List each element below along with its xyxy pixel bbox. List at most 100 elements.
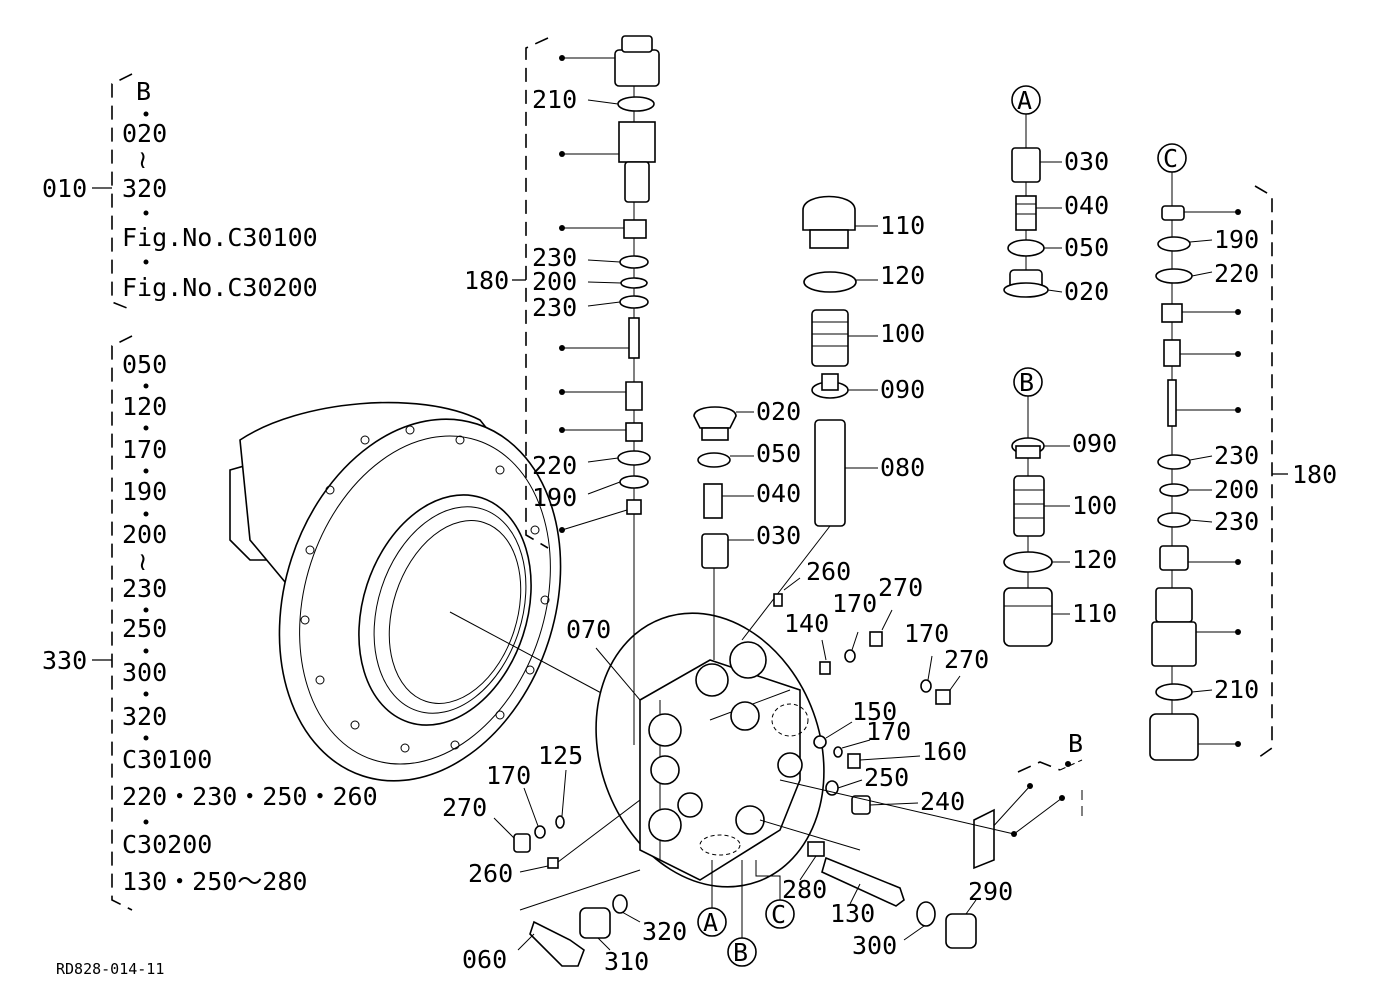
motor-housing — [229, 401, 606, 782]
callout-130: 130 — [830, 899, 875, 928]
callout-b-100: 100 — [1072, 491, 1117, 520]
callout-a-040: 040 — [1064, 191, 1109, 220]
callout-c-230: 230 — [1214, 441, 1259, 470]
callout-c-210: 210 — [1214, 675, 1259, 704]
callout-260: 260 — [468, 859, 513, 888]
callout-280: 280 — [782, 875, 827, 904]
callout-300: 300 — [852, 931, 897, 960]
legend-330-line: 190 — [122, 477, 167, 506]
callout-160: 160 — [922, 737, 967, 766]
left-valve-stack: 210 230 200 230 220 190 180 — [464, 35, 660, 745]
legend-330-line: 220・230・250・260 — [122, 782, 378, 811]
legend-330-line: 320 — [122, 702, 167, 731]
callout-200: 200 — [532, 267, 577, 296]
legend-010-line: 320 — [122, 174, 167, 203]
callout-c-200: 200 — [1214, 475, 1259, 504]
callout-270: 270 — [944, 645, 989, 674]
b-reference: B — [759, 729, 1083, 870]
spool-080 — [814, 419, 846, 527]
callout-020: 020 — [756, 397, 801, 426]
callout-100: 100 — [880, 319, 925, 348]
callout-170: 170 — [486, 761, 531, 790]
legend-330-brace — [111, 335, 133, 911]
callout-a-030: 030 — [1064, 147, 1109, 176]
callout-c-220: 220 — [1214, 259, 1259, 288]
legend-010-brace — [111, 73, 133, 311]
marker-b: B — [733, 938, 748, 967]
o-ring-part — [617, 96, 655, 112]
callout-b-120: 120 — [1072, 545, 1117, 574]
legend-330-range-mark: ≀ — [138, 547, 147, 576]
group-a-marker: A — [1017, 86, 1032, 115]
group-c: C 190 220 230 200 230 210 180 — [1149, 143, 1337, 761]
legend-330-line: 200 — [122, 520, 167, 549]
drawing-code: RD828-014-11 — [56, 960, 164, 978]
legend-010-line: 020 — [122, 119, 167, 148]
callout-170: 170 — [832, 589, 877, 618]
callout-310: 310 — [604, 947, 649, 976]
callout-b-090: 090 — [1072, 429, 1117, 458]
legend-330-line: 130・250〜280 — [122, 867, 307, 896]
flange-bolt-holes — [300, 425, 550, 753]
legend-330-line: 300 — [122, 658, 167, 687]
b-reference-label: B — [1068, 729, 1083, 758]
marker-c: C — [771, 900, 786, 929]
callout-230: 230 — [532, 243, 577, 272]
callout-040: 040 — [756, 479, 801, 508]
spring-100 — [811, 309, 849, 367]
center-relief-stack: 110 120 100 090 080 — [741, 195, 925, 641]
group-b: B 090 100 120 110 — [1003, 367, 1117, 647]
callout-230: 230 — [532, 293, 577, 322]
callout-210: 210 — [532, 85, 577, 114]
callout-190: 190 — [532, 483, 577, 512]
callout-a-050: 050 — [1064, 233, 1109, 262]
plug-part — [614, 49, 660, 87]
legend-010-line: Fig.No.C30100 — [122, 223, 318, 252]
legend-010: 010 B 020 ≀ 320 Fig.No.C30100 Fig.No.C30… — [42, 73, 318, 311]
callout-270: 270 — [442, 793, 487, 822]
legend-330-line: 170 — [122, 435, 167, 464]
check-valve-stack: 020 050 040 030 — [693, 397, 801, 660]
legend-330-line: C30100 — [122, 745, 212, 774]
bottom-reference-markers: A B C — [697, 860, 795, 967]
cap-110 — [802, 195, 856, 231]
callout-180-left: 180 — [464, 266, 509, 295]
legend-330-line: 050 — [122, 350, 167, 379]
callout-270: 270 — [878, 573, 923, 602]
legend-330-line: 120 — [122, 392, 167, 421]
callout-180-right: 180 — [1292, 460, 1337, 489]
legend-330-number: 330 — [42, 646, 87, 675]
callout-170: 170 — [866, 717, 911, 746]
callout-a-020: 020 — [1064, 277, 1109, 306]
callout-070: 070 — [566, 615, 611, 644]
callout-140: 140 — [784, 609, 829, 638]
callout-c-230: 230 — [1214, 507, 1259, 536]
callout-170: 170 — [904, 619, 949, 648]
group-c-marker: C — [1163, 144, 1178, 173]
callout-260: 260 — [806, 557, 851, 586]
callout-150: 150 — [852, 697, 897, 726]
callout-050: 050 — [756, 439, 801, 468]
marker-a: A — [703, 908, 718, 937]
legend-010-line: Fig.No.C30200 — [122, 273, 318, 302]
callout-090: 090 — [880, 375, 925, 404]
group-a: A 030 040 050 020 — [1003, 85, 1109, 306]
callout-030: 030 — [756, 521, 801, 550]
sleeve-part — [618, 121, 656, 163]
valve-body-small-parts: 070 260 270 140 170 170 270 150 170 160 … — [442, 557, 1013, 976]
callout-c-190: 190 — [1214, 225, 1259, 254]
legend-010-range-mark: ≀ — [138, 145, 147, 174]
callout-110: 110 — [880, 211, 925, 240]
callout-060: 060 — [462, 945, 507, 974]
callout-290: 290 — [968, 877, 1013, 906]
callout-320: 320 — [642, 917, 687, 946]
legend-330-line: 230 — [122, 574, 167, 603]
callout-220: 220 — [532, 451, 577, 480]
callout-080: 080 — [880, 453, 925, 482]
callout-250: 250 — [864, 763, 909, 792]
legend-010-line: B — [136, 77, 151, 106]
legend-330-line: C30200 — [122, 830, 212, 859]
callout-120: 120 — [880, 261, 925, 290]
callout-125: 125 — [538, 741, 583, 770]
